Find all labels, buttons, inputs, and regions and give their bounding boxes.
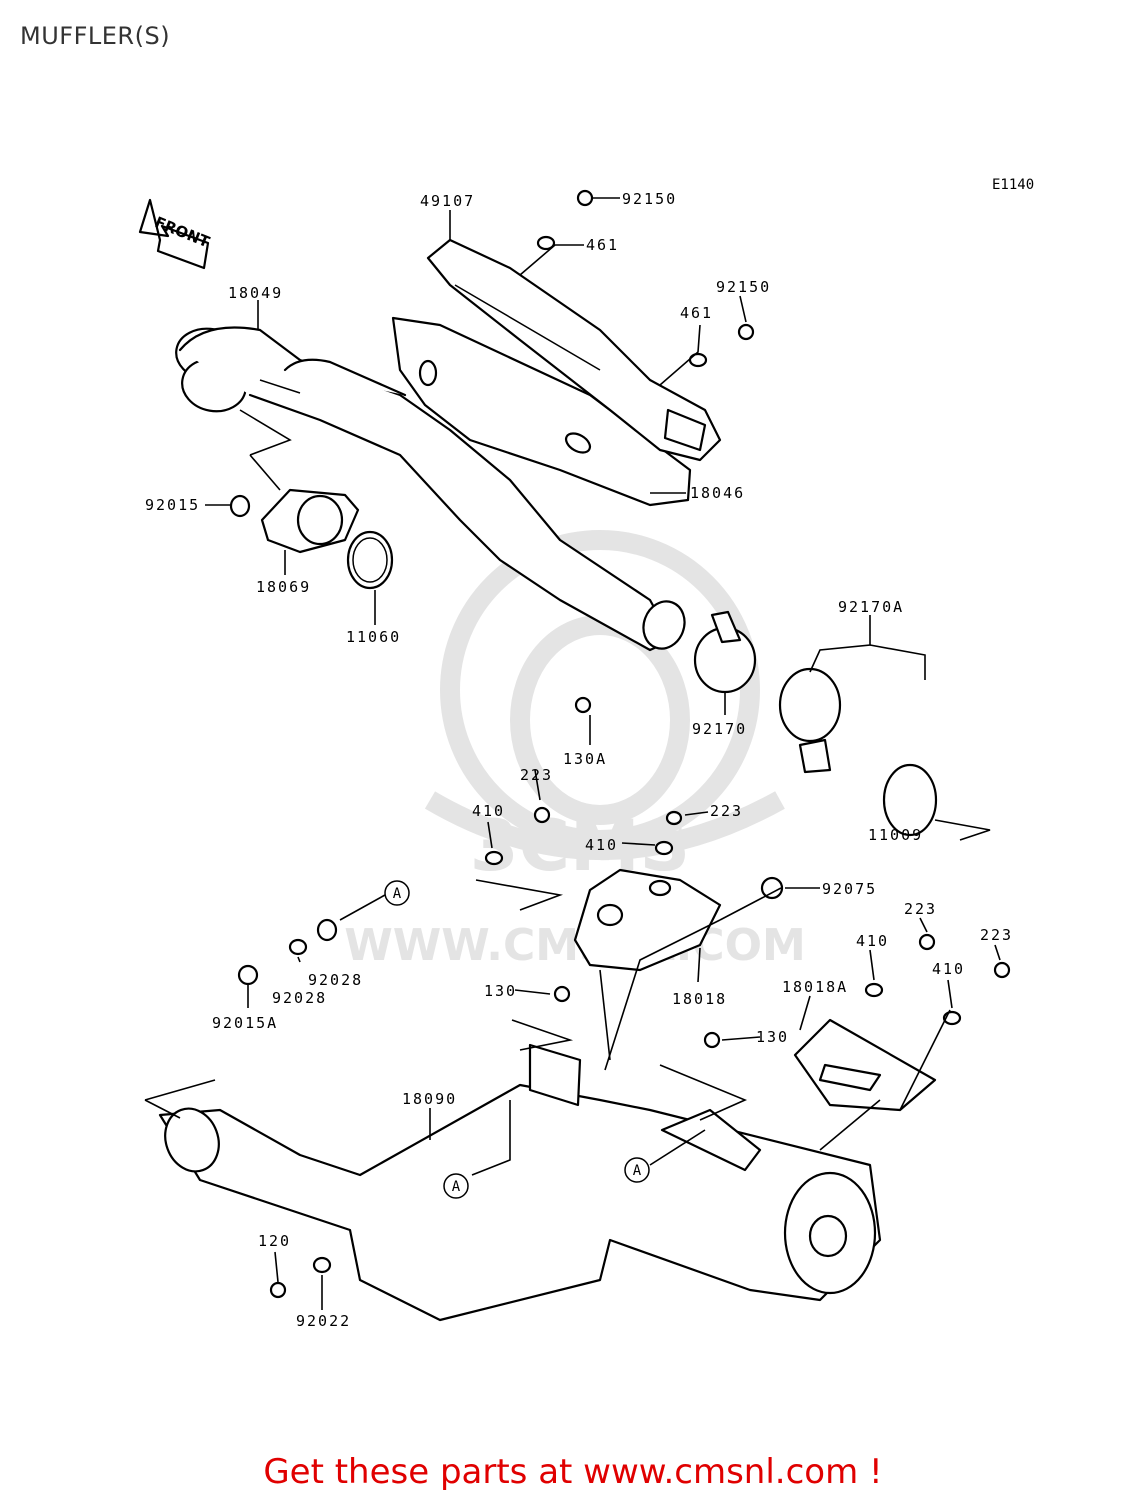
- callout-11060[interactable]: 11060: [346, 628, 401, 646]
- callout-130a[interactable]: 130A: [563, 750, 607, 768]
- exhaust-pipe-part: [175, 326, 686, 652]
- callout-130[interactable]: 130: [484, 982, 517, 1000]
- callout-92028[interactable]: 92028: [308, 971, 363, 989]
- callout-223[interactable]: 223: [520, 766, 553, 784]
- watermark-text: WWW.CMSNL.COM: [344, 920, 806, 971]
- callout-11009[interactable]: 11009: [868, 826, 923, 844]
- callout-461[interactable]: 461: [586, 236, 619, 254]
- muffler-part: [158, 1043, 882, 1322]
- callout-92170a[interactable]: 92170A: [838, 598, 904, 616]
- callout-410[interactable]: 410: [472, 802, 505, 820]
- leader-lines: [144, 197, 1001, 1310]
- reference-marker-a-3: A: [624, 1157, 650, 1183]
- footer-banner-link[interactable]: Get these parts at www.cmsnl.com !: [263, 1452, 883, 1492]
- callout-49107[interactable]: 49107: [420, 192, 475, 210]
- fastener-parts: [237, 189, 1011, 1299]
- callout-92015a[interactable]: 92015A: [212, 1014, 278, 1032]
- figure-code: E1140: [992, 177, 1034, 193]
- callout-92015[interactable]: 92015: [145, 496, 200, 514]
- callout-223-b[interactable]: 223: [710, 802, 743, 820]
- callout-18049[interactable]: 18049: [228, 284, 283, 302]
- svg-text:A: A: [633, 1163, 642, 1179]
- callout-130-b[interactable]: 130: [756, 1028, 789, 1046]
- reference-marker-a-2: A: [443, 1173, 469, 1199]
- heat-guard-part: [391, 316, 692, 507]
- callout-92022[interactable]: 92022: [296, 1312, 351, 1330]
- callout-410-d[interactable]: 410: [932, 960, 965, 978]
- callout-92150[interactable]: 92150: [622, 190, 677, 208]
- callout-92170[interactable]: 92170: [692, 720, 747, 738]
- callout-92075[interactable]: 92075: [822, 880, 877, 898]
- reference-marker-a-1: A: [384, 880, 410, 906]
- callout-18046[interactable]: 18046: [690, 484, 745, 502]
- gasket-flange-part: [260, 488, 394, 590]
- callout-223-d[interactable]: 223: [980, 926, 1013, 944]
- callout-92150-b[interactable]: 92150: [716, 278, 771, 296]
- part-callouts: 49107 92150 461 92150 461 18049 18046 92…: [145, 190, 1013, 1330]
- callout-120[interactable]: 120: [258, 1232, 291, 1250]
- callout-92028-b[interactable]: 92028: [272, 989, 327, 1007]
- svg-text:3CMS: 3CMS: [470, 805, 690, 887]
- callout-18018[interactable]: 18018: [672, 990, 727, 1008]
- clamp-a-part: [778, 667, 842, 774]
- callout-410-b[interactable]: 410: [585, 836, 618, 854]
- clamp-part: [693, 610, 757, 694]
- watermark-logo: 3CMS WWW.CMSNL.COM: [344, 530, 806, 971]
- bracket-part: [573, 868, 722, 972]
- callout-461-b[interactable]: 461: [680, 304, 713, 322]
- cover-part: [426, 238, 722, 462]
- svg-text:A: A: [393, 886, 402, 902]
- page-title: MUFFLER(S): [20, 22, 171, 50]
- callout-223-c[interactable]: 223: [904, 900, 937, 918]
- callout-18069[interactable]: 18069: [256, 578, 311, 596]
- callout-18090[interactable]: 18090: [402, 1090, 457, 1108]
- nut-part: [229, 494, 251, 518]
- callout-18018a[interactable]: 18018A: [782, 978, 848, 996]
- sleeve-part: [882, 763, 938, 837]
- callout-410-c[interactable]: 410: [856, 932, 889, 950]
- bracket-a-part: [793, 1018, 937, 1112]
- svg-text:A: A: [452, 1179, 461, 1195]
- front-arrow-icon: FRONT: [138, 198, 213, 270]
